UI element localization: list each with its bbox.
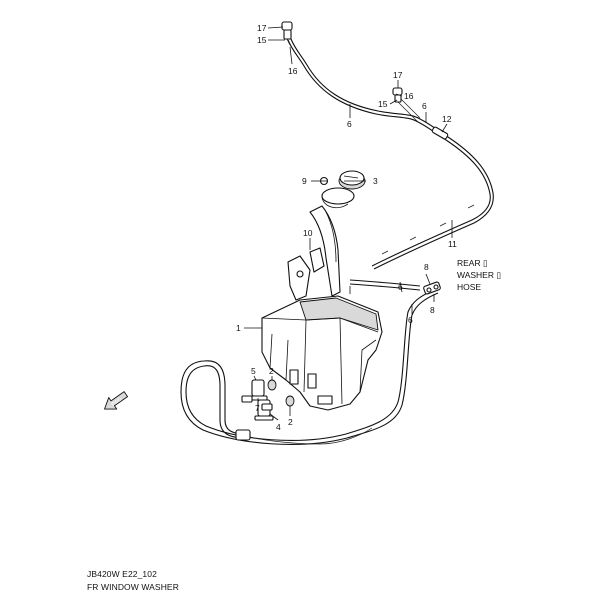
callout-12: 12	[442, 114, 452, 124]
note-line-1: REAR ▯	[457, 258, 488, 268]
callout-5: 5	[251, 366, 256, 376]
nozzle-upper-right	[392, 87, 403, 103]
callout-2-lower: 2	[288, 417, 293, 427]
screw-9	[319, 176, 329, 186]
callout-10: 10	[303, 228, 313, 238]
washer-reservoir	[261, 170, 383, 411]
drawing-title: FR WINDOW WASHER	[87, 582, 179, 592]
callout-7: 7	[255, 403, 260, 413]
callout-11: 11	[448, 239, 457, 249]
callout-4: 4	[276, 422, 281, 432]
leader-lines	[244, 26, 453, 421]
washer-hose-assembly	[180, 38, 494, 445]
callout-9: 9	[302, 176, 307, 186]
callout-numbers: 17 15 16 6 17 16 15 6 12 9 3 10 11 8 6 6…	[236, 23, 457, 432]
drawing-code: JB420W E22_102	[87, 569, 157, 579]
callout-16-upper: 16	[288, 66, 298, 76]
callout-6-upper: 6	[347, 119, 352, 129]
rear-washer-hose-note: REAR ▯ WASHER ▯ HOSE	[457, 258, 501, 292]
callout-6-mid: 6	[398, 282, 403, 292]
callout-8-upper: 8	[424, 262, 429, 272]
callout-2-upper: 2	[269, 366, 274, 376]
washer-pumps	[241, 379, 274, 421]
nozzle-upper-left	[281, 21, 293, 47]
callout-1: 1	[236, 323, 241, 333]
callout-17-upper: 17	[257, 23, 267, 33]
note-line-2: WASHER ▯	[457, 270, 501, 280]
callout-6-lower: 6	[408, 315, 413, 325]
callout-8-lower: 8	[430, 305, 435, 315]
note-line-3: HOSE	[457, 282, 481, 292]
callout-6-right: 6	[422, 101, 427, 111]
front-arrow-icon: FWD	[104, 391, 129, 410]
callout-15-upper: 15	[257, 35, 267, 45]
hose-connector-right	[423, 281, 441, 295]
front-arrow-label: FWD	[110, 396, 123, 408]
grommets	[267, 379, 295, 407]
callout-17-right: 17	[393, 70, 403, 80]
callout-3: 3	[373, 176, 378, 186]
callout-15-right: 15	[378, 99, 388, 109]
hose-joint	[431, 126, 449, 140]
callout-16-right: 16	[404, 91, 414, 101]
